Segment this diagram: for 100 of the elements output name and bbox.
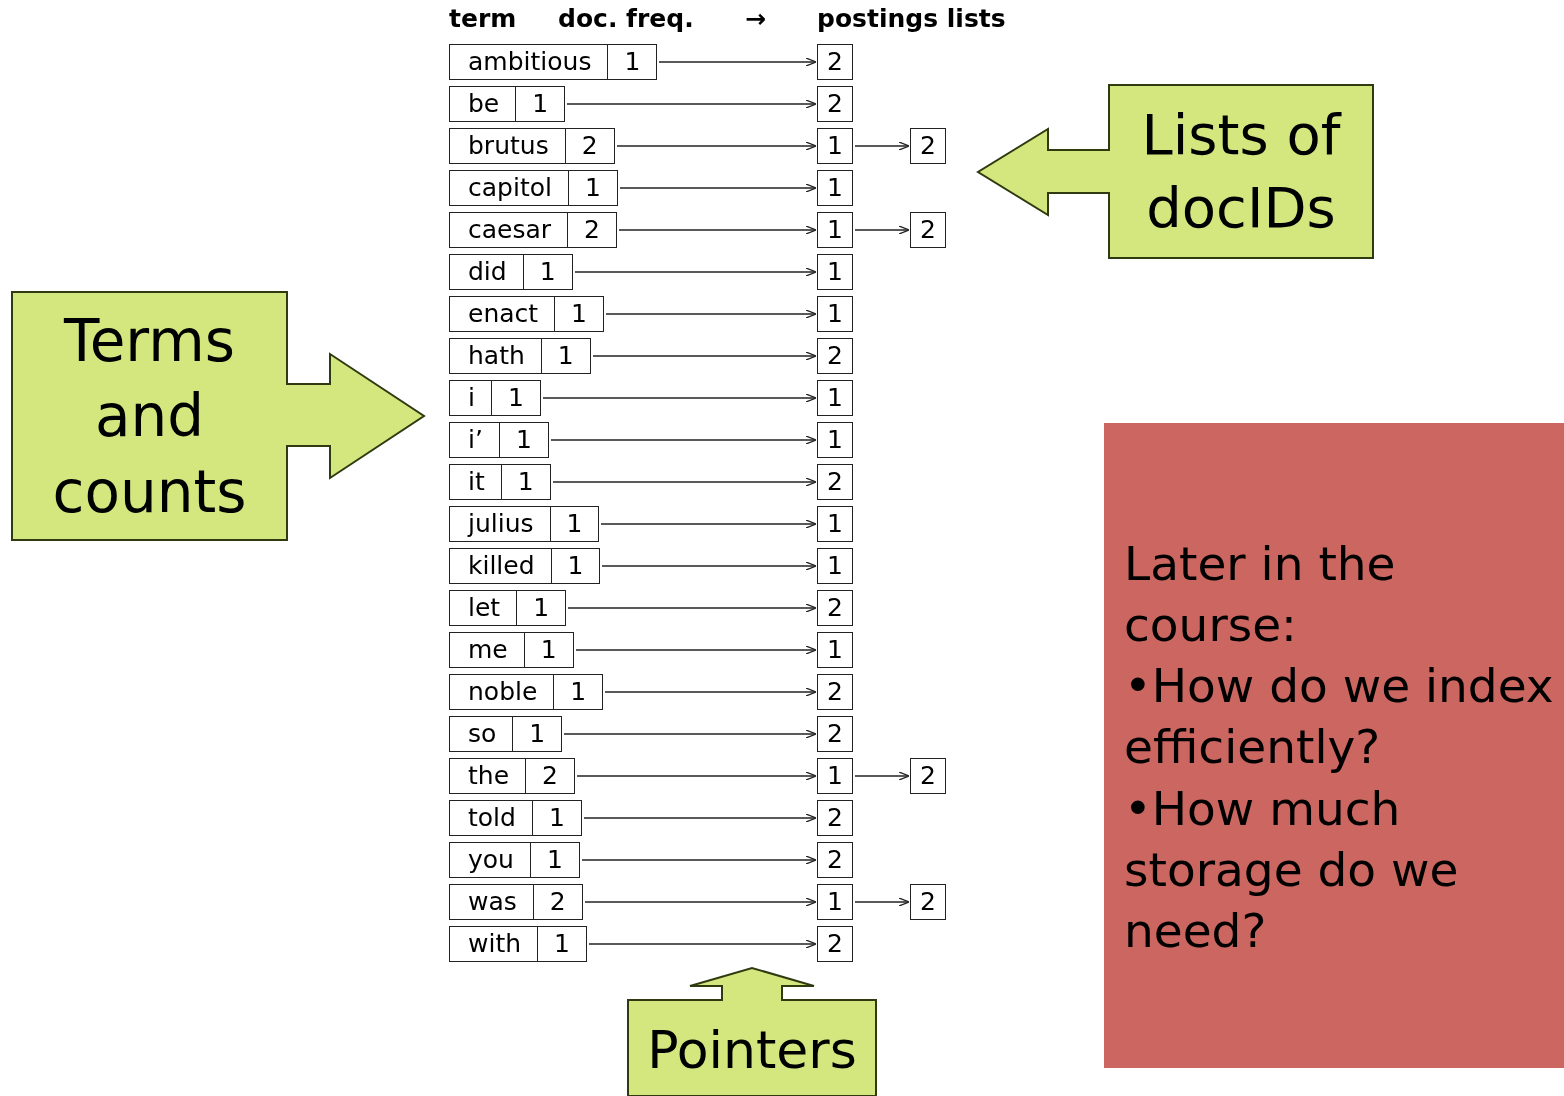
- arrow: [584, 897, 817, 907]
- doc-id-box: 2: [817, 44, 853, 80]
- arrow: [542, 393, 817, 403]
- arrow: [552, 477, 817, 487]
- dictionary-entry: [449, 296, 604, 332]
- term-text: hath: [467, 340, 526, 372]
- dictionary-entry: [449, 842, 580, 878]
- dictionary-entry: [449, 212, 617, 248]
- dictionary-entry: [449, 254, 573, 290]
- term-text: was: [467, 886, 518, 918]
- term-text: i’: [467, 424, 484, 456]
- dictionary-entry: [449, 758, 575, 794]
- frequency-text: 1: [540, 339, 590, 373]
- dictionary-entry: [449, 170, 618, 206]
- term-text: noble: [467, 676, 539, 708]
- term-text: told: [467, 802, 517, 834]
- doc-id-box: 1: [817, 296, 853, 332]
- frequency-text: 1: [537, 927, 586, 961]
- frequency-text: 2: [532, 885, 582, 919]
- frequency-text: 1: [554, 297, 603, 331]
- term-text: caesar: [467, 214, 553, 246]
- frequency-text: 1: [529, 843, 579, 877]
- term-text: brutus: [467, 130, 550, 162]
- arrow: [600, 519, 817, 529]
- term-text: me: [467, 634, 509, 666]
- dictionary-entry: [449, 548, 601, 584]
- frequency-text: 1: [516, 591, 566, 625]
- dictionary-entry: [449, 44, 658, 80]
- term-text: you: [467, 844, 515, 876]
- arrow: [576, 771, 817, 781]
- dictionary-entry: [449, 86, 566, 122]
- dictionary-entry: [449, 716, 563, 752]
- frequency-text: 1: [498, 423, 548, 457]
- frequency-text: 1: [550, 549, 600, 583]
- dictionary-entry: [449, 590, 567, 626]
- arrow: [592, 351, 817, 361]
- frequency-text: 1: [515, 87, 565, 121]
- doc-id-box: 1: [817, 380, 853, 416]
- doc-id-box: 2: [817, 926, 853, 962]
- callout-text: Terms and counts: [51, 305, 248, 528]
- dictionary-entry: [449, 506, 600, 542]
- callout-arrow: [12, 292, 426, 542]
- callout-text: Pointers: [646, 1019, 858, 1083]
- arrow: [854, 141, 910, 151]
- arrow: [854, 225, 910, 235]
- frequency-text: 2: [567, 213, 616, 247]
- bullet-text: •How much storage do we need?: [1124, 779, 1460, 960]
- dictionary-entry: [449, 128, 615, 164]
- doc-id-box: 2: [817, 86, 853, 122]
- doc-id-box: 1: [817, 170, 853, 206]
- arrow: [604, 687, 817, 697]
- term-text: julius: [466, 508, 535, 540]
- term-text: let: [467, 592, 502, 624]
- frequency-text: 1: [500, 465, 550, 499]
- dictionary-entry: [449, 674, 604, 710]
- doc-id-box: 1: [817, 548, 853, 584]
- doc-id-box: 2: [910, 128, 946, 164]
- doc-id-box: 1: [817, 506, 853, 542]
- term-text: be: [467, 88, 501, 120]
- doc-id-box: 2: [910, 758, 946, 794]
- doc-id-box: 1: [817, 254, 853, 290]
- doc-id-box: 2: [817, 674, 853, 710]
- term-text: with: [467, 928, 523, 960]
- doc-id-box: 1: [817, 422, 853, 458]
- frequency-text: 1: [553, 675, 603, 709]
- arrow: [566, 99, 817, 109]
- arrow: [581, 855, 817, 865]
- term-text: killed: [467, 550, 536, 582]
- callout-text: Lists of docIDs: [1140, 101, 1343, 242]
- arrow: [658, 57, 817, 67]
- arrow: [567, 603, 817, 613]
- doc-id-box: 2: [910, 212, 946, 248]
- arrow: [575, 645, 817, 655]
- doc-id-box: 2: [910, 884, 946, 920]
- note-heading: Later in the course:: [1124, 535, 1397, 655]
- frequency-text: 2: [525, 759, 574, 793]
- dictionary-entry: [449, 632, 574, 668]
- arrow: [550, 435, 817, 445]
- arrow: [601, 561, 817, 571]
- column-header: doc. freq.: [558, 4, 694, 33]
- callout-arrow: [976, 85, 1374, 259]
- doc-id-box: 1: [817, 212, 853, 248]
- term-text: it: [467, 466, 486, 498]
- doc-id-box: 2: [817, 716, 853, 752]
- arrow: [854, 771, 910, 781]
- term-text: the: [467, 760, 511, 792]
- dictionary-entry: [449, 422, 549, 458]
- dictionary-entry: [449, 338, 591, 374]
- frequency-text: 1: [490, 381, 540, 415]
- term-text: capitol: [467, 172, 553, 204]
- term-text: ambitious: [467, 46, 593, 78]
- arrow: [619, 183, 817, 193]
- frequency-text: 1: [523, 633, 573, 667]
- frequency-text: 1: [531, 801, 581, 835]
- arrow: [583, 813, 817, 823]
- bullet-text: •How do we index efficiently?: [1124, 657, 1555, 777]
- dictionary-entry: [449, 800, 582, 836]
- note-panel: [1104, 423, 1564, 1068]
- frequency-text: 1: [549, 507, 599, 541]
- doc-id-box: 1: [817, 758, 853, 794]
